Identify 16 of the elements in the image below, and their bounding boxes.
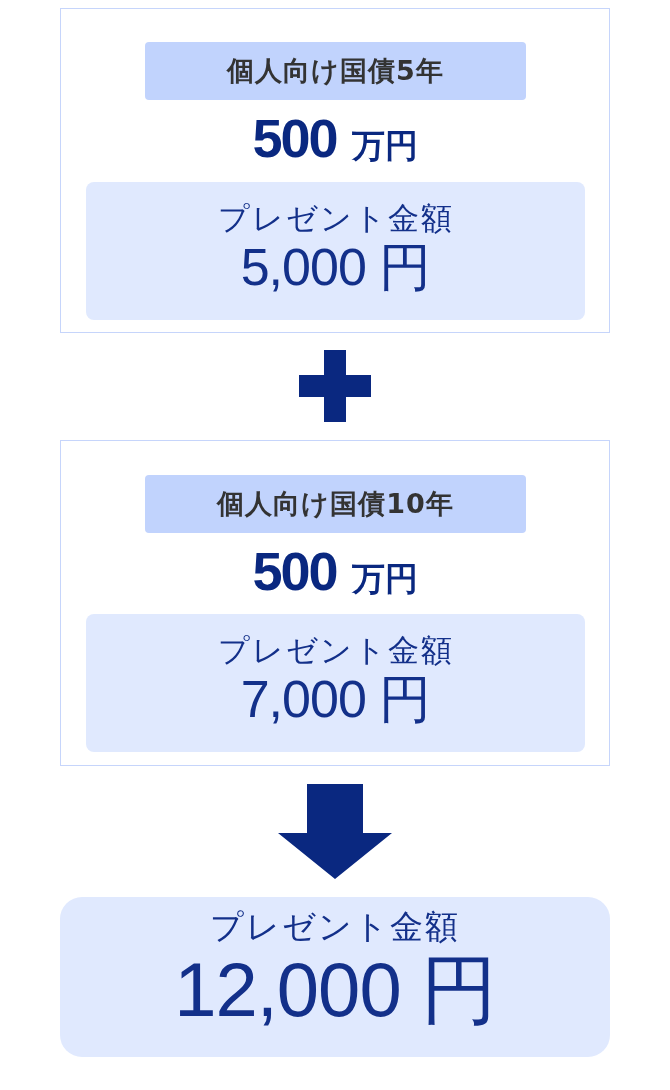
investment-amount: 500 万円 bbox=[252, 541, 418, 601]
present-panel bbox=[86, 182, 585, 320]
bond-card bbox=[60, 8, 610, 333]
bond-name-bar: 個人向け国債5年 bbox=[145, 42, 526, 100]
present-amount: 7,000 円 bbox=[240, 670, 431, 728]
total-present-panel bbox=[60, 897, 610, 1057]
present-label: プレゼント金額 bbox=[217, 199, 454, 238]
down-arrow bbox=[278, 784, 392, 879]
total-present-label: プレゼント金額 bbox=[210, 907, 460, 947]
present-label: プレゼント金額 bbox=[217, 631, 454, 670]
present-panel bbox=[86, 614, 585, 752]
total-present-amount: 12,000 円 bbox=[174, 947, 496, 1033]
bond-name-bar: 個人向け国債10年 bbox=[145, 475, 526, 533]
present-amount: 5,000 円 bbox=[240, 238, 431, 296]
investment-amount: 500 万円 bbox=[252, 108, 418, 168]
bond-card bbox=[60, 440, 610, 766]
